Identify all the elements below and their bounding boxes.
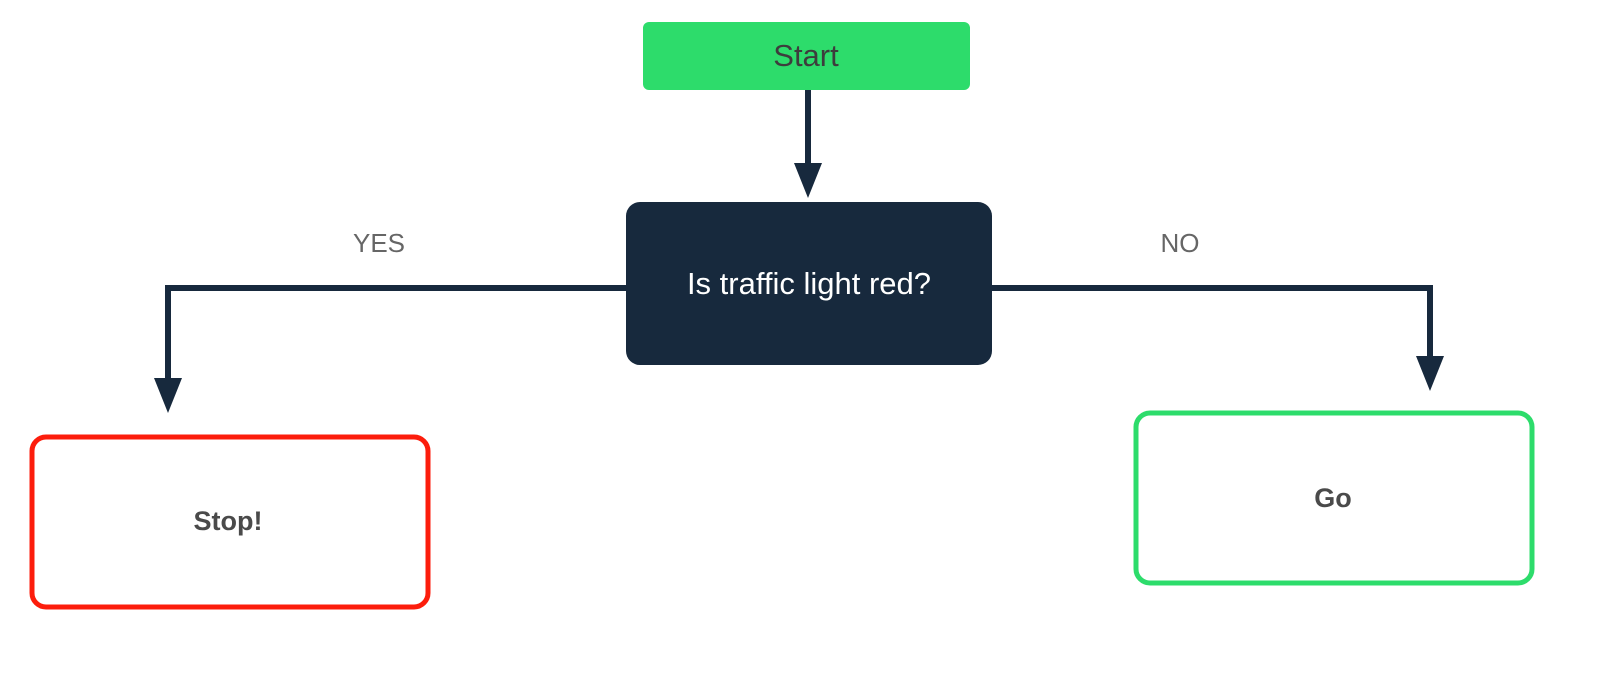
edge-decision-to-stop	[154, 285, 626, 413]
edge-label-yes: YES	[353, 228, 405, 258]
edge-decision-to-stop-path	[165, 285, 626, 380]
edge-decision-to-go	[992, 285, 1444, 391]
node-start-label: Start	[773, 38, 839, 73]
edge-decision-to-stop-arrowhead	[154, 378, 182, 413]
edge-start-to-decision-arrowhead	[794, 163, 822, 198]
node-decision-shape[interactable]	[626, 202, 992, 365]
node-decision[interactable]: Is traffic light red?	[626, 202, 992, 365]
edge-label-no: NO	[1161, 228, 1200, 258]
node-go[interactable]: Go	[1133, 410, 1535, 586]
node-start-shape[interactable]	[643, 22, 970, 90]
edge-start-to-decision	[794, 90, 822, 198]
edge-decision-to-go-path	[992, 285, 1433, 358]
node-stop-shape[interactable]	[29, 434, 431, 610]
node-stop[interactable]: Stop!	[29, 434, 431, 610]
edge-decision-to-go-arrowhead	[1416, 356, 1444, 391]
node-start[interactable]: Start	[643, 22, 970, 90]
node-go-label: Go	[1314, 483, 1352, 513]
node-stop-label: Stop!	[194, 506, 263, 536]
node-decision-label: Is traffic light red?	[687, 266, 931, 301]
node-go-shape[interactable]	[1133, 410, 1535, 586]
